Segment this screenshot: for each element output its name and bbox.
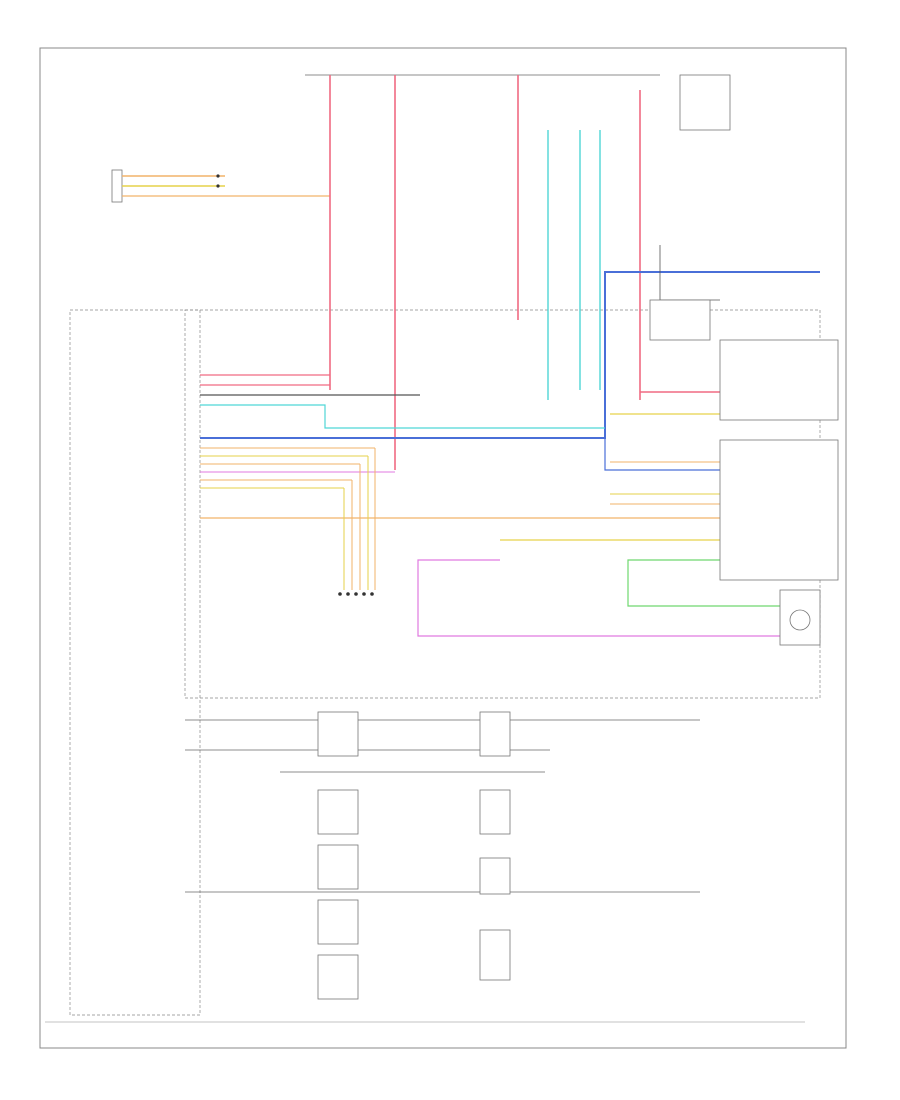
relay-box (649, 299, 711, 341)
sensor-temp (479, 929, 511, 981)
solenoid-3 (317, 844, 359, 890)
solenoid-5 (317, 954, 359, 1000)
top-bus (305, 74, 731, 131)
speed-sensor (779, 589, 821, 646)
left-top-connector (111, 169, 330, 203)
tcm-box-lower (719, 439, 839, 581)
control-module-outline (69, 309, 201, 1016)
solenoid-1 (317, 711, 359, 757)
diagram-frame (39, 47, 847, 1049)
lower-module-outline (184, 309, 821, 699)
solenoid-3b (479, 857, 511, 895)
right-side-wires (417, 245, 780, 637)
module-horizontal-wires (200, 374, 605, 519)
solenoid-rows (185, 711, 700, 1000)
blue-bus (200, 271, 820, 471)
tcm-box-upper (719, 339, 839, 421)
solenoid-2 (317, 789, 359, 835)
solenoid-2b (479, 789, 511, 835)
ground-drops (338, 448, 376, 596)
fuse-box-top-right (679, 74, 731, 131)
right-modules (649, 299, 839, 646)
solenoid-1b (479, 711, 511, 757)
solenoid-4 (317, 899, 359, 945)
vertical-wires-top (329, 75, 641, 470)
